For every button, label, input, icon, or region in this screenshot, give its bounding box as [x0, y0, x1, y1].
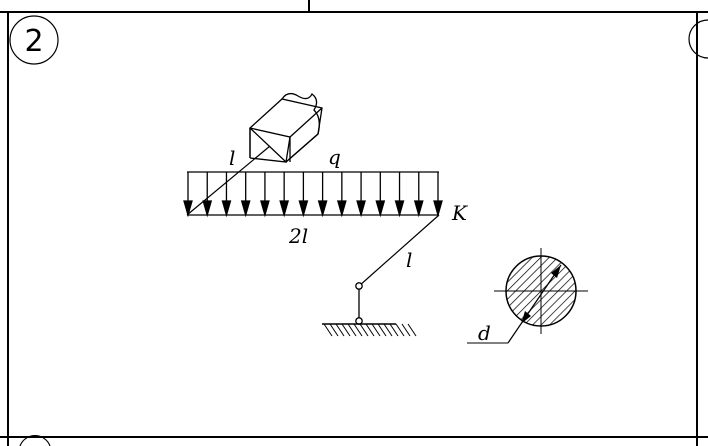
- distributed-load: [183, 171, 443, 218]
- ground-hatch-line: [335, 323, 345, 337]
- load-arrow: [317, 172, 328, 218]
- ground-hatch-line: [383, 323, 393, 337]
- ground-hatch-line: [353, 323, 363, 337]
- label-k: K: [451, 201, 468, 225]
- clamp-support: [249, 92, 323, 163]
- ground-hatch-line: [401, 323, 411, 337]
- load-arrow: [202, 172, 213, 218]
- upper-link: [186, 145, 271, 216]
- load-arrow: [356, 172, 366, 218]
- hinge-support: [322, 282, 417, 337]
- ground-hatch-line: [347, 323, 357, 337]
- cross-section: [467, 248, 588, 344]
- ground-hatch-line: [329, 323, 339, 337]
- panel-number-text: 2: [24, 24, 43, 59]
- ground-hatch-line: [389, 323, 399, 337]
- panel-number: 2: [9, 15, 59, 65]
- load-arrow: [413, 172, 424, 218]
- lower-link: [358, 214, 440, 287]
- label-2l: 2l: [288, 224, 308, 248]
- load-arrow: [336, 172, 347, 218]
- ground-hatch-line: [377, 323, 387, 337]
- load-arrow: [298, 172, 309, 218]
- ground-hatch-line: [407, 323, 417, 337]
- label-l-upper: l: [229, 146, 235, 170]
- ground-hatch-line: [365, 323, 375, 337]
- label-q: q: [328, 145, 341, 169]
- load-arrow: [221, 172, 232, 218]
- load-arrow: [183, 172, 193, 218]
- ground-hatch-line: [341, 323, 351, 337]
- ground-hatch-line: [359, 323, 369, 337]
- load-arrow: [279, 172, 290, 218]
- load-arrow: [394, 172, 405, 218]
- load-arrow: [260, 172, 270, 218]
- load-arrow: [375, 172, 386, 218]
- label-l-lower: l: [406, 248, 412, 272]
- load-arrow: [433, 172, 443, 218]
- load-arrow: [240, 172, 251, 218]
- ground-hatch-line: [323, 323, 333, 337]
- label-d: d: [478, 321, 491, 345]
- ground-hatch-line: [371, 323, 381, 337]
- ground-hatch-line: [395, 323, 405, 337]
